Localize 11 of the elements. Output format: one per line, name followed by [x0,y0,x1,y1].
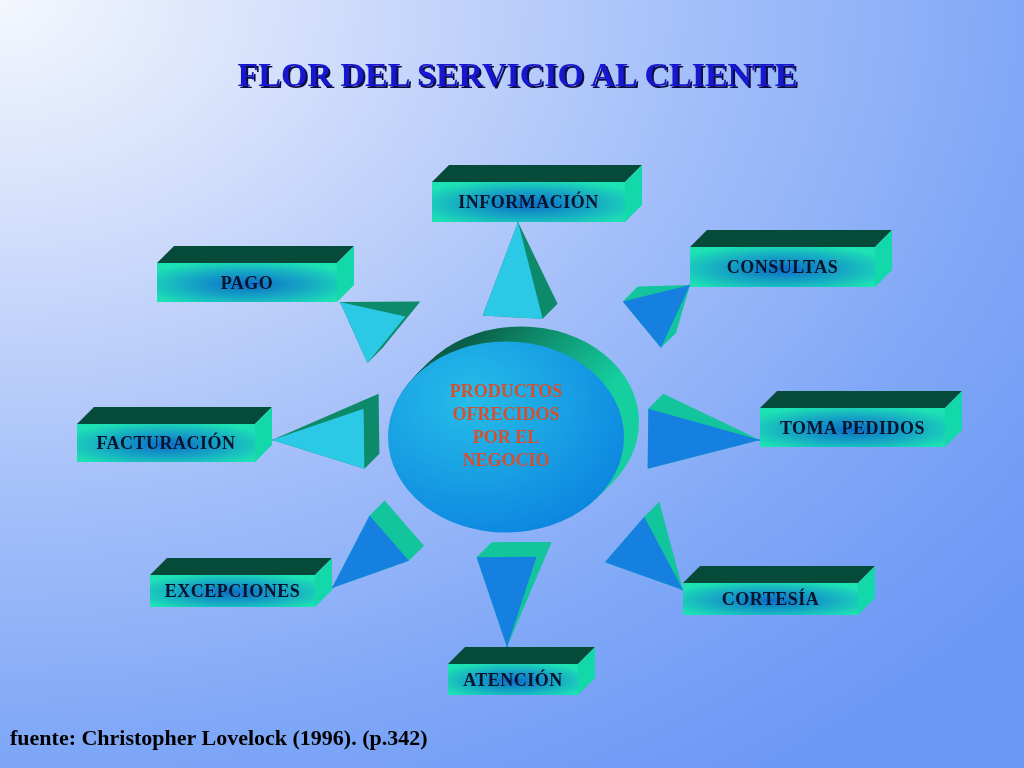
source-caption: fuente: Christopher Lovelock (1996). (p.342) [10,724,428,752]
block-label: CORTESÍA [721,588,820,610]
block-label: TOMA PEDIDOS [779,416,926,439]
disk-label: PRODUCTOS OFRECIDOS POR EL NEGOCIO [448,380,564,472]
block-label: CONSULTAS [726,256,839,278]
title: FLOR DEL SERVICIO AL CLIENTE [237,56,798,94]
block-label: EXCEPCIONES [164,580,301,602]
block-label: ATENCIÓN [463,668,563,691]
block-label: FACTURACIÓN [96,432,236,454]
block-label: PAGO [220,271,274,294]
block-label: INFORMACIÓN [458,191,599,213]
